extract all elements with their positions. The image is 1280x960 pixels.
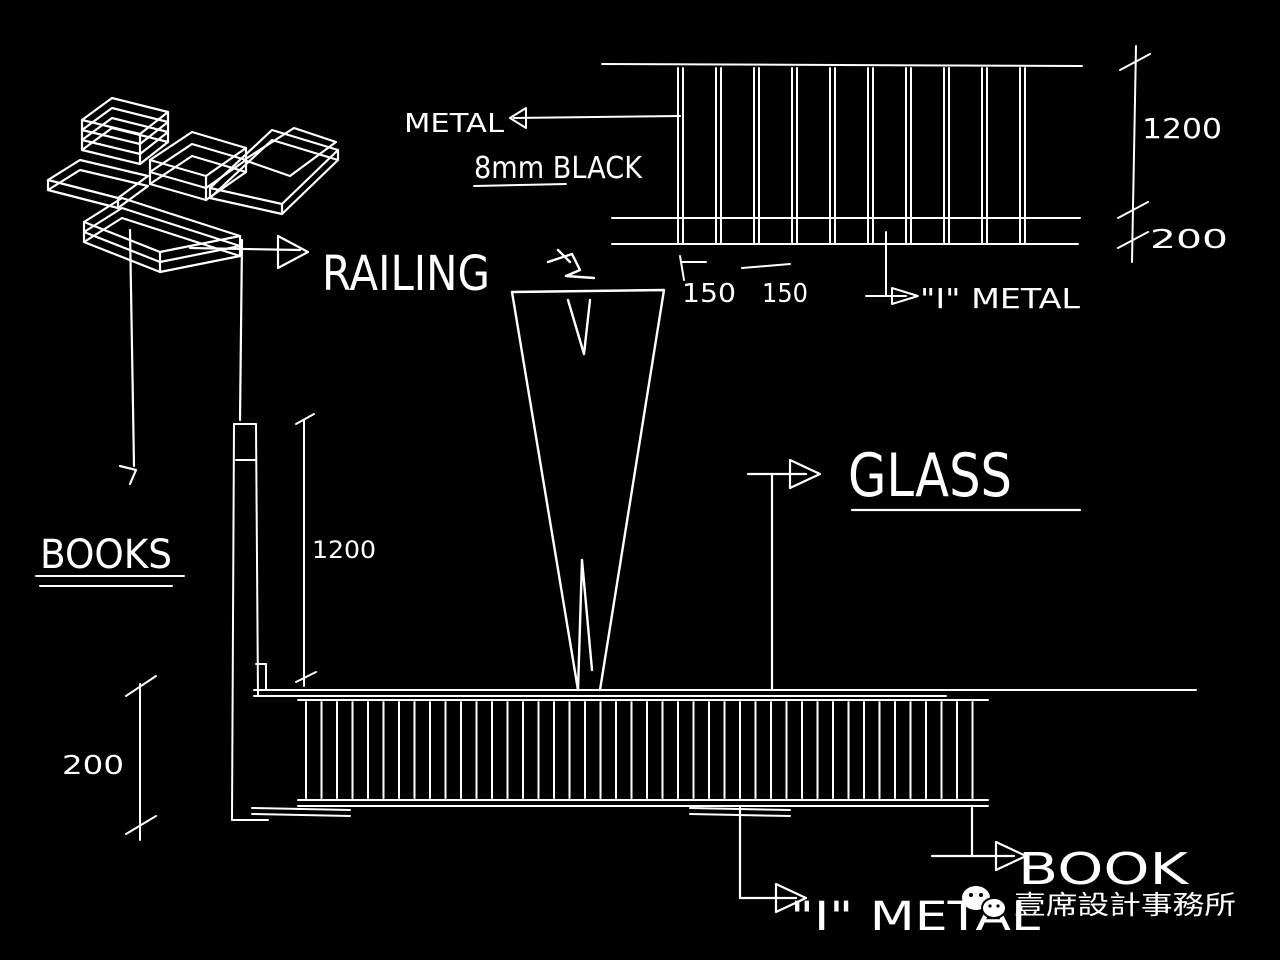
dim-top-1200: 1200 [1142,112,1222,145]
dim-left-200: 200 [62,751,124,781]
dim-150-a: 150 [682,279,736,309]
dim-150-b: 150 [762,279,808,309]
glass-leader [746,458,1082,692]
book-stack-sketch [46,96,340,274]
watermark: 壹席設計事務所 [962,886,1236,921]
books-leader [118,228,138,486]
railing-label: RAILING [322,246,490,302]
book-label: BOOK [1018,844,1190,895]
metal-leader [473,107,681,187]
watermark-text: 壹席設計事務所 [1014,891,1236,921]
railing-leader [188,234,310,422]
bottom-leaders [738,806,1028,914]
black-label: 8mm BLACK [474,151,643,186]
dim-mid-1200: 1200 [312,536,376,564]
floor-section [251,689,1197,817]
i-metal-top-label: "I" METAL [920,282,1080,315]
books-label: BOOKS [40,532,172,578]
dim-top-200: 200 [1150,225,1228,255]
metal-label: METAL [404,109,505,139]
railing-elevation [601,63,1083,245]
railing-post [231,423,269,821]
wechat-icon [962,886,1007,919]
glass-panel-section [510,248,666,692]
glass-label: GLASS [848,441,1012,511]
elevation-dimensions [679,45,1151,305]
section-dimensions [125,413,317,841]
